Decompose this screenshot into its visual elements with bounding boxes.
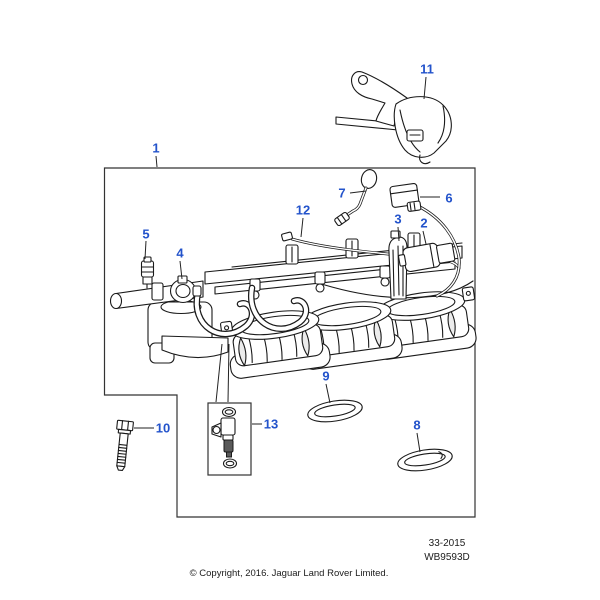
- leader-5: [144, 240, 147, 260]
- callout-2: 2: [420, 215, 428, 231]
- leader-4: [179, 260, 183, 280]
- assembly-box-outline: [103, 167, 476, 518]
- leader-8: [416, 432, 421, 453]
- drawing-code: WB9593D: [424, 551, 470, 563]
- part-5-sensor: [140, 256, 155, 289]
- part-4-damper: [169, 275, 202, 304]
- part-9-gasket: [307, 399, 363, 423]
- part-13-pointer-lines: [215, 343, 230, 403]
- callout-5: 5: [142, 226, 150, 242]
- callout-4: 4: [176, 245, 184, 261]
- part-7-sensor: [334, 169, 378, 227]
- part-2-valve: [398, 242, 456, 273]
- callout-11: 11: [420, 61, 434, 77]
- callout-13: 13: [263, 416, 279, 432]
- leader-2: [422, 230, 427, 245]
- callout-12: 12: [295, 202, 311, 218]
- leader-11: [423, 76, 427, 100]
- callout-1: 1: [152, 140, 160, 156]
- callout-9: 9: [322, 368, 330, 384]
- callout-10: 10: [155, 420, 171, 436]
- copyright-notice: © Copyright, 2016. Jaguar Land Rover Lim…: [189, 568, 389, 579]
- fuel-hoses: [193, 284, 310, 338]
- callout-3: 3: [394, 211, 402, 227]
- callout-8: 8: [413, 417, 421, 433]
- manifold-edge-line: [314, 280, 474, 299]
- leader-7: [349, 190, 367, 194]
- part-11-bracket: [335, 71, 452, 165]
- throttle-body-3: [366, 286, 477, 360]
- part-6-module: [389, 182, 461, 298]
- part-8-gasket: [397, 448, 453, 472]
- part-13-injector: [211, 406, 238, 469]
- drawing-reference: 33-2015 WB9593D: [407, 537, 487, 564]
- part-13-box: [207, 402, 252, 476]
- leader-lines: [134, 76, 440, 453]
- leader-1: [155, 155, 158, 168]
- callout-6: 6: [445, 190, 453, 206]
- sheet-code: 33-2015: [428, 538, 466, 549]
- leader-9: [325, 383, 331, 404]
- leader-3: [397, 226, 400, 242]
- part-10-bolt: [116, 419, 134, 472]
- callout-7: 7: [338, 185, 346, 201]
- leader-12: [300, 217, 304, 238]
